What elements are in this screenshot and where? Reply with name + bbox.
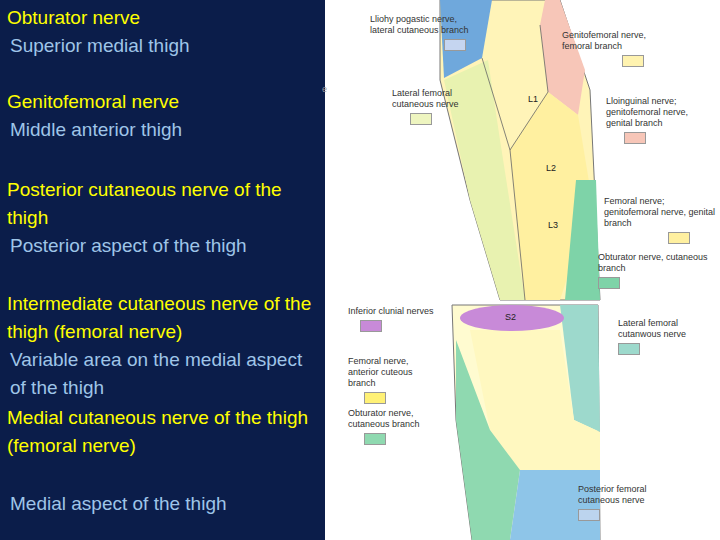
legend-text: Genitofemoral nerve, femoral branch [562,30,662,52]
legend-item: Obturator nerve, cutaneous branch [348,408,438,445]
legend-item: Obturator nerve, cutaneous branch [598,252,708,289]
legend-swatch [622,55,644,67]
legend-swatch [618,343,640,355]
area-description: Posterior aspect of the thigh [10,232,315,260]
dermatome-label: S2 [505,312,516,322]
legend-text: Femoral nerve, anterior cuteous branch [348,356,438,389]
dermatome-label: e [322,84,327,94]
obturator-region [456,340,520,540]
legend-text: Posterior femoral cutaneous nerve [578,484,688,506]
nerve-name: Intermediate cutaneous nerve of the thig… [7,290,312,346]
nerve-name: Obturator nerve [7,4,312,32]
inferior-clunial-region [460,305,564,331]
leg-back [452,305,600,540]
legend-swatch [360,320,382,332]
legend-text: Lateral femoral cutanwous nerve [618,318,718,340]
legend-text: Obturator nerve, cutaneous branch [598,252,708,274]
legend-swatch [364,392,386,404]
image-background [340,305,600,540]
dermatome-label: L3 [548,220,558,230]
legend-text: Femoral nerve; genitofemoral nerve, geni… [604,196,716,229]
area-description: Superior medial thigh [10,32,315,60]
legend-item: Lateral femoral cutaneous nerve [392,88,462,125]
area-description: Medial aspect of the thigh [10,490,315,518]
legend-swatch [598,277,620,289]
area-description: Variable area on the medial aspect of th… [10,346,315,402]
nerve-name: Medial cutaneous nerve of the thigh (fem… [7,404,312,460]
legend-swatch [410,113,432,125]
legend-item: Inferior clunial nerves [348,306,448,332]
legend-item: Posterior femoral cutaneous nerve [578,484,688,521]
text-panel: Obturator nerveSuperior medial thighGeni… [0,0,325,540]
legend-item: Lloinguinal nerve; genitofemoral nerve, … [606,96,716,144]
legend-swatch [364,433,386,445]
legend-swatch [444,39,466,51]
legend-text: Lateral femoral cutaneous nerve [392,88,462,110]
legend-item: Femoral nerve; genitofemoral nerve, geni… [604,196,716,244]
boundary-line [482,25,548,300]
legend-item: Femoral nerve, anterior cuteous branch [348,356,438,404]
nerve-name: Posterior cutaneous nerve of the thigh [7,176,312,232]
legend-swatch [624,132,646,144]
legend-text: Obturator nerve, cutaneous branch [348,408,438,430]
image-background [325,0,720,300]
legend-swatch [668,232,690,244]
legend-item: Lateral femoral cutanwous nerve [618,318,718,355]
dermatome-label: L1 [528,94,538,104]
legend-text: Lliohy pogastic nerve, lateral cutaneous… [370,14,480,36]
legend-swatch [578,509,600,521]
area-description: Middle anterior thigh [10,116,315,144]
legend-item: Genitofemoral nerve, femoral branch [562,30,662,67]
dermatome-label: L2 [546,163,556,173]
legend-item: Lliohy pogastic nerve, lateral cutaneous… [370,14,480,51]
obturator-region [565,180,600,300]
nerve-name: Genitofemoral nerve [7,88,312,116]
legend-text: Inferior clunial nerves [348,306,448,317]
legend-text: Lloinguinal nerve; genitofemoral nerve, … [606,96,716,129]
